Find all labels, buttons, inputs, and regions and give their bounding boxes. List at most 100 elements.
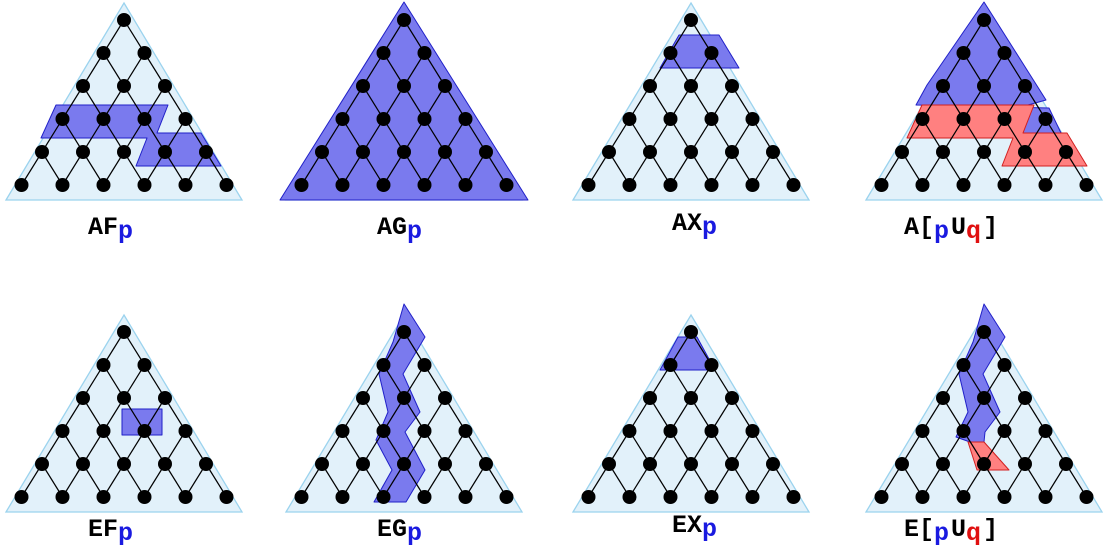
tree-panel-AFp: [4, 1, 244, 201]
tree-panel-EXp: [571, 313, 811, 513]
tree-node: [745, 178, 760, 192]
caption-EpUq: E[pUq]: [904, 515, 999, 548]
tree-node: [956, 358, 971, 372]
tree-node: [356, 391, 370, 405]
tree-node: [745, 112, 760, 126]
tree-node: [915, 490, 930, 504]
tree-node: [158, 145, 172, 159]
caption-until: U: [951, 515, 967, 544]
tree-node: [158, 391, 172, 405]
tree-node: [458, 424, 473, 438]
tree-node: [977, 13, 991, 27]
caption-EXp: EXp: [672, 512, 717, 544]
tree-node: [936, 79, 950, 93]
caption-p: p: [407, 519, 423, 548]
tree-node: [1018, 457, 1032, 471]
caption-operator: AF: [88, 213, 119, 242]
tree-node: [745, 490, 760, 504]
tree-node: [178, 178, 193, 192]
p-region: [121, 408, 163, 436]
tree-node: [704, 358, 719, 372]
tree-node: [335, 424, 350, 438]
tree-node: [219, 178, 234, 192]
tree-node: [977, 145, 991, 159]
caption-operator: EG: [377, 515, 408, 544]
tree-node: [376, 46, 391, 60]
tree-node: [137, 490, 152, 504]
tree-node: [874, 490, 889, 504]
tree-node: [438, 391, 452, 405]
tree-node: [1038, 178, 1053, 192]
tree-node: [766, 457, 780, 471]
p-region: [40, 104, 222, 167]
tree-node: [622, 424, 637, 438]
tree-node: [895, 457, 909, 471]
tree-node: [438, 457, 452, 471]
caption-bracket: ]: [983, 213, 999, 242]
tree-node: [663, 358, 678, 372]
tree-node: [643, 79, 657, 93]
tree-node: [977, 79, 991, 93]
tree-node: [956, 424, 971, 438]
tree-node: [997, 112, 1012, 126]
tree-node: [977, 325, 991, 339]
caption-p: p: [934, 519, 950, 548]
caption-p: p: [702, 515, 718, 544]
tree-node: [663, 178, 678, 192]
tree-node: [55, 178, 70, 192]
tree-node: [643, 391, 657, 405]
tree-panel-EGp: [284, 303, 524, 513]
tree-node: [956, 178, 971, 192]
tree-node: [14, 490, 29, 504]
tree-node: [376, 424, 391, 438]
tree-node: [997, 490, 1012, 504]
tree-node: [199, 145, 213, 159]
tree-node: [1018, 145, 1032, 159]
tree-node: [956, 112, 971, 126]
tree-node: [499, 490, 514, 504]
tree-node: [602, 145, 616, 159]
tree-node: [936, 145, 950, 159]
caption-p: p: [407, 217, 423, 246]
tree-node: [663, 112, 678, 126]
caption-q: q: [966, 217, 982, 246]
tree-node: [643, 457, 657, 471]
tree-node: [76, 391, 90, 405]
tree-node: [956, 46, 971, 60]
tree-node: [622, 490, 637, 504]
tree-node: [376, 490, 391, 504]
tree-node: [376, 178, 391, 192]
tree-node: [663, 490, 678, 504]
tree-node: [977, 391, 991, 405]
caption-EGp: EGp: [377, 515, 422, 548]
caption-AXp: AXp: [672, 209, 717, 242]
tree-background: [571, 313, 811, 513]
tree-node: [376, 112, 391, 126]
tree-node: [1059, 457, 1073, 471]
tree-node: [96, 358, 111, 372]
tree-node: [458, 490, 473, 504]
tree-node: [479, 457, 493, 471]
tree-node: [725, 145, 739, 159]
tree-node: [117, 325, 131, 339]
tree-node: [117, 13, 131, 27]
tree-node: [117, 391, 131, 405]
caption-operator: AX: [672, 209, 703, 238]
tree-node: [704, 46, 719, 60]
caption-AGp: AGp: [377, 214, 422, 246]
tree-node: [35, 145, 49, 159]
tree-node: [376, 358, 391, 372]
tree-node: [438, 79, 452, 93]
tree-node: [158, 457, 172, 471]
tree-node: [581, 178, 596, 192]
caption-operator: E[: [904, 515, 935, 544]
tree-node: [684, 13, 698, 27]
tree-node: [766, 145, 780, 159]
tree-node: [55, 490, 70, 504]
caption-bracket: ]: [983, 515, 999, 544]
tree-node: [438, 145, 452, 159]
tree-node: [219, 490, 234, 504]
tree-node: [997, 46, 1012, 60]
tree-node: [417, 46, 432, 60]
